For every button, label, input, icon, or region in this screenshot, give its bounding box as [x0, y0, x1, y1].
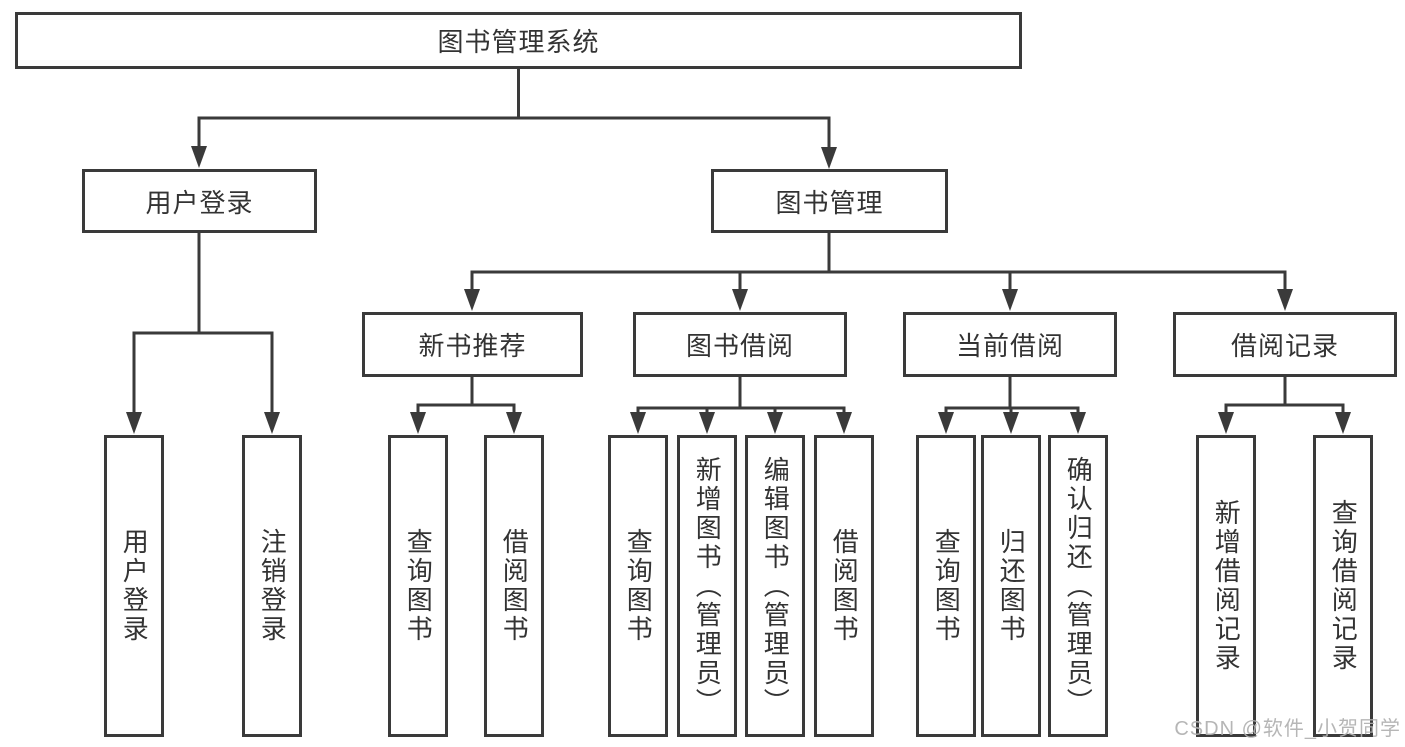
leaf-recommend-query-book-label: 查询图书 — [403, 528, 434, 644]
node-new-book-recommend-label: 新书推荐 — [418, 331, 527, 361]
leaf-borrow-borrow-book-label: 借阅图书 — [829, 528, 860, 644]
node-book-management: 图书管理 — [711, 169, 948, 233]
leaf-current-confirm-return-admin-label: 确认归还（管理员） — [1063, 455, 1094, 717]
node-current-borrow: 当前借阅 — [903, 312, 1117, 377]
node-user-login: 用户登录 — [82, 169, 317, 233]
node-current-borrow-label: 当前借阅 — [955, 331, 1064, 361]
leaf-recommend-query-book: 查询图书 — [388, 435, 448, 737]
leaf-borrow-add-book-admin: 新增图书（管理员） — [677, 435, 737, 737]
leaf-logout-login: 注销登录 — [242, 435, 302, 737]
leaf-recommend-borrow-book-label: 借阅图书 — [499, 528, 530, 644]
leaf-borrow-edit-book-admin-label: 编辑图书（管理员） — [760, 455, 791, 717]
leaf-borrow-borrow-book: 借阅图书 — [814, 435, 874, 737]
leaf-records-query-record: 查询借阅记录 — [1313, 435, 1373, 737]
leaf-borrow-add-book-admin-label: 新增图书（管理员） — [692, 455, 723, 717]
leaf-user-login-label: 用户登录 — [119, 528, 150, 644]
node-borrow-records: 借阅记录 — [1173, 312, 1397, 377]
node-root-label: 图书管理系统 — [437, 27, 600, 57]
leaf-user-login: 用户登录 — [104, 435, 164, 737]
leaf-current-return-book: 归还图书 — [981, 435, 1041, 737]
leaf-records-add-record: 新增借阅记录 — [1196, 435, 1256, 737]
leaf-current-query-book: 查询图书 — [916, 435, 976, 737]
leaf-borrow-query-book: 查询图书 — [608, 435, 668, 737]
leaf-current-confirm-return-admin: 确认归还（管理员） — [1048, 435, 1108, 737]
leaf-records-query-record-label: 查询借阅记录 — [1328, 499, 1359, 673]
node-root: 图书管理系统 — [15, 12, 1022, 69]
leaf-borrow-edit-book-admin: 编辑图书（管理员） — [745, 435, 805, 737]
node-user-login-label: 用户登录 — [145, 187, 254, 218]
leaf-borrow-query-book-label: 查询图书 — [623, 528, 654, 644]
node-new-book-recommend: 新书推荐 — [362, 312, 583, 377]
leaf-logout-login-label: 注销登录 — [257, 528, 288, 644]
csdn-watermark: CSDN @软件_小贺同学 — [1174, 718, 1401, 740]
leaf-recommend-borrow-book: 借阅图书 — [484, 435, 544, 737]
leaf-current-return-book-label: 归还图书 — [996, 528, 1027, 644]
node-borrow-records-label: 借阅记录 — [1230, 331, 1339, 361]
leaf-records-add-record-label: 新增借阅记录 — [1211, 499, 1242, 673]
node-book-borrow-label: 图书借阅 — [685, 331, 794, 361]
node-book-management-label: 图书管理 — [775, 187, 884, 218]
leaf-current-query-book-label: 查询图书 — [931, 528, 962, 644]
node-book-borrow: 图书借阅 — [633, 312, 847, 377]
